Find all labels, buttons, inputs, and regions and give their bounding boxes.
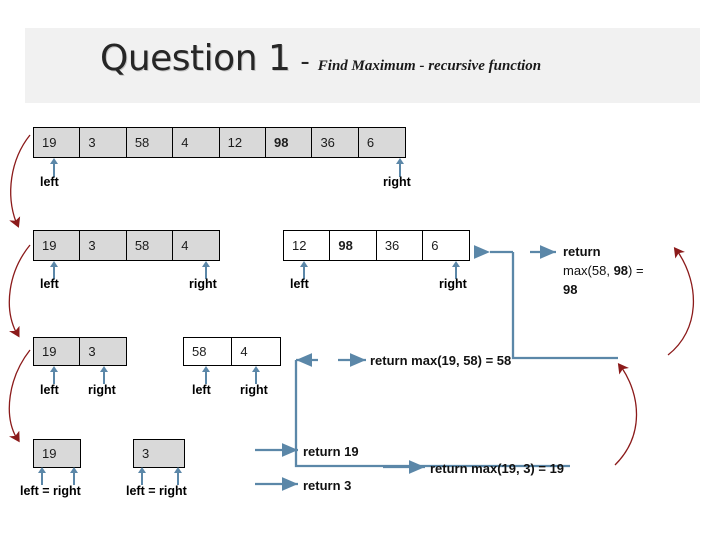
cell[interactable]: 6 (422, 230, 471, 261)
cell[interactable]: 3 (79, 127, 128, 158)
pointer-left-level2-right (202, 366, 210, 384)
pointer-left-level1-right (300, 261, 308, 279)
page-title: Question 1 - Find Maximum - recursive fu… (100, 38, 541, 79)
label-left-eq-right: left = right (20, 484, 81, 498)
label-left: left (192, 383, 211, 397)
return-3: return 3 (303, 478, 352, 493)
cell[interactable]: 58 (125, 230, 174, 261)
return-expr: max(58, (563, 263, 614, 278)
pointer-right-level2-left (100, 366, 108, 384)
return-arrow-up-2 (614, 362, 638, 466)
label-left: left (40, 383, 59, 397)
pointer-right-level1-right (452, 261, 460, 279)
label-left: left (290, 277, 309, 291)
cell[interactable]: 12 (283, 230, 331, 261)
return-value: 98 (563, 282, 578, 297)
label-left-eq-right: left = right (126, 484, 187, 498)
title-main: Question 1 (100, 38, 291, 79)
pointer-left-level0 (50, 158, 58, 177)
return-keyword: return (563, 244, 601, 259)
return-expr-bold: 98 (613, 263, 629, 278)
cell[interactable]: 3 (79, 337, 128, 366)
cell[interactable]: 58 (183, 337, 233, 366)
cell[interactable]: 3 (79, 230, 128, 261)
label-right: right (189, 277, 217, 291)
pointer-right-level1-left (202, 261, 210, 279)
array-19-3: 19 3 (33, 337, 128, 366)
array-58-4: 58 4 (183, 337, 282, 366)
return-max-58-98: return max(58, 98) = 98 (563, 242, 683, 299)
cell[interactable]: 36 (311, 127, 360, 158)
cell[interactable]: 6 (357, 127, 406, 158)
array-full: 19 3 58 4 12 98 36 6 (33, 127, 406, 158)
pointer-right-level2-right (252, 366, 260, 384)
cell[interactable]: 19 (33, 439, 81, 468)
label-left: left (40, 175, 59, 189)
pointer-right-leaf-3 (174, 467, 182, 485)
return-19: return 19 (303, 444, 359, 459)
label-right: right (88, 383, 116, 397)
return-expr-post: ) = (628, 263, 644, 278)
array-3: 3 (133, 439, 185, 468)
pointer-left-level1-left (50, 261, 58, 279)
return-max-19-58: return max(19, 58) = 58 (370, 353, 512, 368)
return-max-19-3: return max(19, 3) = 19 (430, 461, 565, 476)
cell[interactable]: 12 (218, 127, 267, 158)
label-right: right (383, 175, 411, 189)
cell[interactable]: 19 (33, 230, 81, 261)
cell[interactable]: 98 (265, 127, 314, 158)
cell[interactable]: 98 (329, 230, 378, 261)
pointer-left-leaf-3 (138, 467, 146, 485)
title-subtitle: Find Maximum - recursive function (317, 58, 542, 74)
pointer-left-leaf-19 (38, 467, 46, 485)
cell[interactable]: 58 (125, 127, 174, 158)
cell[interactable]: 36 (375, 230, 424, 261)
pointer-right-level0 (396, 158, 404, 177)
cell[interactable]: 4 (172, 127, 221, 158)
array-right-half: 12 98 36 6 (283, 230, 471, 261)
pointer-left-level2-left (50, 366, 58, 384)
pointer-right-leaf-19 (70, 467, 78, 485)
array-19: 19 (33, 439, 81, 468)
cell[interactable]: 3 (133, 439, 185, 468)
cell[interactable]: 19 (33, 337, 81, 366)
cell[interactable]: 19 (33, 127, 81, 158)
array-left-half: 19 3 58 4 (33, 230, 221, 261)
label-left: left (40, 277, 59, 291)
label-right: right (439, 277, 467, 291)
recursion-arrow-down-1 (9, 134, 31, 228)
header-band (25, 28, 700, 103)
recursion-arrow-down-3 (8, 349, 31, 443)
cell[interactable]: 4 (172, 230, 221, 261)
cell[interactable]: 4 (231, 337, 282, 366)
title-dash: - (300, 47, 310, 77)
recursion-arrow-down-2 (8, 244, 31, 338)
label-right: right (240, 383, 268, 397)
